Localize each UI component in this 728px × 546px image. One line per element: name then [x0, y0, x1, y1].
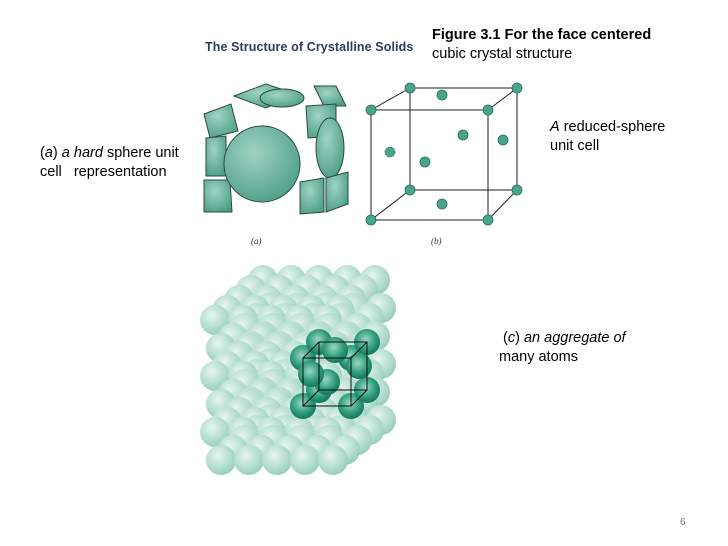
caption-b-rest: reduced-sphere [563, 119, 666, 135]
caption-a-rest: sphere unit [106, 145, 179, 161]
atom-sphere [206, 445, 236, 475]
figure-title-rest: cubic crystal structure [432, 46, 573, 62]
atom-sphere [262, 445, 292, 475]
caption-a-letter: a [44, 145, 53, 161]
reduced-sphere-cell-illustration [365, 82, 523, 226]
caption-c-paren-close: ) [515, 330, 520, 346]
unit-cell-atom [298, 361, 324, 387]
caption-a-paren: ( [40, 145, 45, 161]
caption-c: (c) an aggregate of many atoms [499, 329, 626, 367]
page-number: 6 [680, 517, 686, 528]
caption-a-paren-close: ) [52, 145, 58, 161]
hard-sphere-cell-illustration [203, 83, 349, 215]
atom-sphere [290, 445, 320, 475]
sublabel-b: (b) [431, 236, 442, 246]
atom-sphere [234, 445, 264, 475]
caption-a-line2: cell representation [40, 164, 167, 180]
caption-b: A reduced-sphere unit cell [550, 118, 665, 156]
figure-title-bold: Figure 3.1 For the face centered [432, 27, 652, 43]
unit-cell-atom [322, 337, 348, 363]
caption-c-italic: an aggregate of [523, 330, 626, 346]
sublabel-a: (a) [251, 236, 262, 246]
caption-a-italic: a hard [61, 145, 103, 161]
caption-b-italic: A [550, 119, 560, 135]
caption-c-paren: ( [503, 330, 508, 346]
unit-cell-atom [346, 353, 372, 379]
atom-aggregate-illustration [200, 265, 396, 475]
atom-sphere [318, 445, 348, 475]
caption-c-letter: c [507, 330, 516, 346]
caption-c-line2: many atoms [499, 349, 578, 365]
figure-header: The Structure of Crystalline Solids [205, 40, 414, 54]
caption-b-line2: unit cell [550, 138, 600, 154]
caption-a: (a) a hard sphere unit cell representati… [40, 144, 179, 182]
figure-title: Figure 3.1 For the face centered cubic c… [432, 26, 651, 64]
